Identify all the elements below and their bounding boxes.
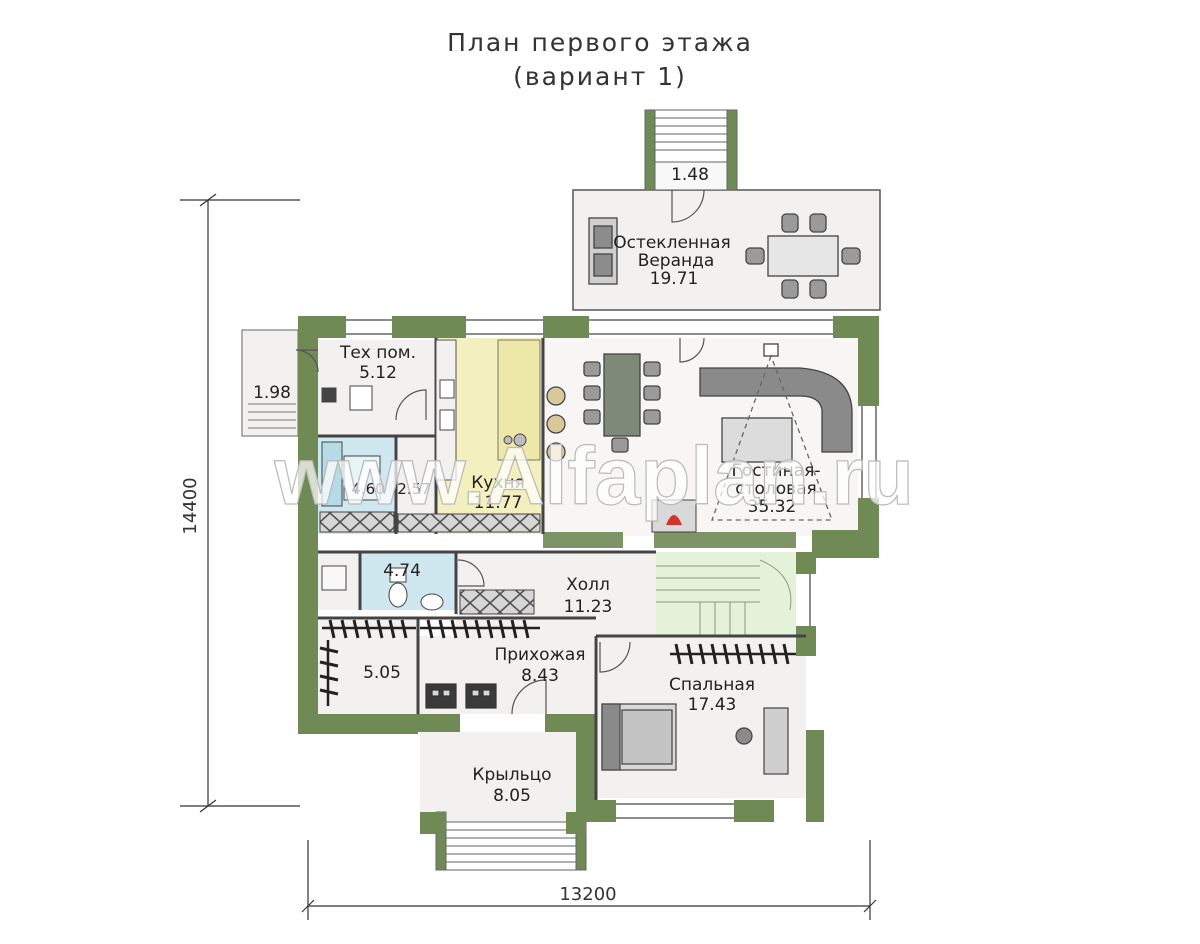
porch-floor xyxy=(420,732,576,822)
room-name-hall: Холл xyxy=(566,575,610,595)
room-labels: 1.48 Остекленная Веранда 19.71 1.98 Тех … xyxy=(253,165,820,806)
walls xyxy=(298,316,879,834)
veranda-furniture xyxy=(588,213,861,299)
plan-subtitle: (вариант 1) xyxy=(513,62,687,91)
room-name-porch: Крыльцо xyxy=(472,765,551,785)
area-entry: 8.43 xyxy=(521,666,559,686)
room-name-living-1: Гостиная- xyxy=(732,461,821,481)
hangers xyxy=(319,619,790,696)
dimension-height: 14400 xyxy=(180,477,201,534)
dimension-width: 13200 xyxy=(559,884,616,905)
bedroom-furniture xyxy=(601,703,789,775)
area-bath-b: 2.57 xyxy=(397,480,430,498)
area-living: 35.32 xyxy=(748,497,797,517)
stair-flight xyxy=(656,559,792,636)
kitchen-fixtures xyxy=(439,379,527,447)
area-bedroom: 17.43 xyxy=(688,695,737,715)
room-name-entry: Прихожая xyxy=(494,645,585,665)
fireplace xyxy=(651,499,697,533)
area-side-porch: 1.98 xyxy=(253,383,291,403)
tech-room-fixtures xyxy=(321,385,373,411)
north-steps xyxy=(644,109,738,191)
dining-furniture xyxy=(546,353,661,462)
area-porch: 8.05 xyxy=(493,786,531,806)
room-name-living-2: столовая xyxy=(735,479,817,499)
area-wc: 4.74 xyxy=(383,561,421,581)
doors xyxy=(295,189,705,715)
side-porch-steps xyxy=(248,403,296,429)
room-name-bedroom: Спальная xyxy=(669,675,755,695)
plan-title: План первого этажа xyxy=(447,28,753,57)
tech-room-floor xyxy=(318,340,436,436)
watermark: www.Alfaplan.ru xyxy=(273,431,913,522)
room-name-veranda-1: Остекленная xyxy=(613,233,731,253)
room-name-veranda-2: Веранда xyxy=(638,251,715,271)
windows xyxy=(346,319,877,819)
area-north-steps: 1.48 xyxy=(671,165,709,185)
area-hall: 11.23 xyxy=(564,597,613,617)
room-name-tech: Тех пом. xyxy=(339,343,416,363)
south-steps xyxy=(435,811,587,871)
room-name-kitchen: Кухня xyxy=(471,473,525,493)
dimension-lines xyxy=(180,193,877,920)
bathroom-fixtures xyxy=(321,441,444,611)
stairs-floor xyxy=(656,552,796,636)
area-bath-a: 4.60 xyxy=(351,480,384,498)
partitions xyxy=(318,338,806,800)
area-kitchen: 11.77 xyxy=(474,493,523,513)
entry-furniture xyxy=(425,683,497,709)
area-veranda: 19.71 xyxy=(650,269,699,289)
living-furniture xyxy=(699,343,853,521)
area-tech: 5.12 xyxy=(359,363,397,383)
area-closet: 5.05 xyxy=(363,663,401,683)
